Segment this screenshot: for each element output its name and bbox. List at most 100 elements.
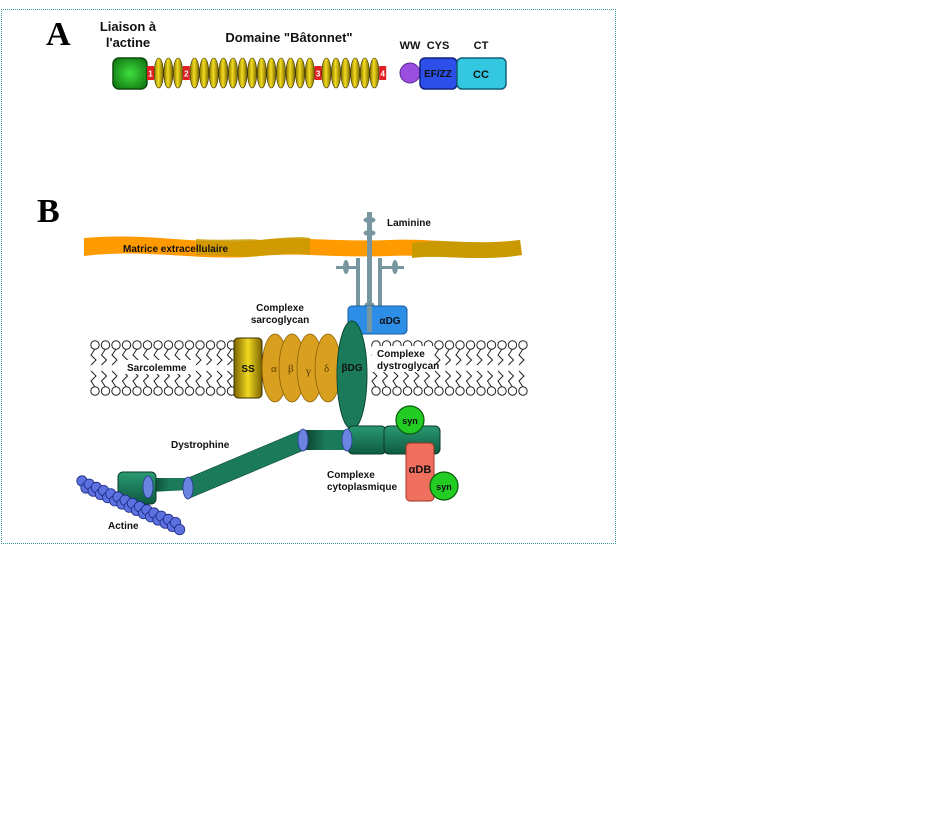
hinge-label: 2 <box>184 70 189 79</box>
hinge-label: 3 <box>316 70 321 79</box>
lipid-head-outer <box>455 340 465 350</box>
spectrin-repeat <box>285 57 296 89</box>
lipid-tail-outer <box>90 348 97 366</box>
lipid-head-outer <box>195 340 205 350</box>
alpha-dg-label: αDG <box>379 316 400 327</box>
lipid-head-inner <box>163 386 174 396</box>
lipid-tail-inner <box>371 370 378 388</box>
lipid-head-outer <box>184 340 195 350</box>
lipid-head-inner <box>216 386 226 396</box>
lipid-head-inner <box>111 386 121 396</box>
lipid-head-inner <box>392 386 402 396</box>
spectrin-repeat <box>266 57 277 89</box>
lipid-tail-outer <box>465 348 473 366</box>
lipid-head-outer <box>142 340 153 350</box>
lipid-head-inner <box>371 386 381 396</box>
spectrin-repeat <box>369 57 380 89</box>
lipid-tail-outer <box>216 348 223 366</box>
lipid-head-inner <box>174 386 184 396</box>
lipid-head-outer <box>121 340 132 350</box>
hinge-joint-4 <box>341 428 353 452</box>
cys-label: CYS <box>427 40 450 52</box>
lipid-head-outer <box>497 340 507 350</box>
ef-zz-label: EF/ZZ <box>424 69 452 80</box>
hinge-joint-3 <box>297 428 309 452</box>
spectrin-repeat <box>208 57 219 89</box>
lipid-head-inner <box>142 386 153 396</box>
lipid-head-inner <box>518 386 528 396</box>
lipid-head-outer <box>174 340 184 350</box>
sarcolemma-bilayer <box>90 340 528 396</box>
lipid-tail-outer <box>434 348 441 366</box>
lipid-tail-inner <box>216 370 223 388</box>
lipid-tail-outer <box>205 348 213 366</box>
lipid-tail-outer <box>476 348 483 366</box>
lipid-tail-inner <box>90 370 97 388</box>
panel-b: Matrice extracellulaire Laminine Sarcole… <box>76 212 528 536</box>
lipid-head-inner <box>497 386 507 396</box>
lipid-tail-inner <box>497 370 504 388</box>
spectrin-repeat <box>153 57 164 89</box>
lipid-head-outer <box>465 340 476 350</box>
lipid-head-inner <box>153 386 163 396</box>
sarcospan-label: SS <box>241 364 255 375</box>
lipid-head-outer <box>444 340 455 350</box>
spectrin-repeat <box>237 57 248 89</box>
lipid-tail-inner <box>381 370 389 388</box>
dystroglycan-label-1: Complexe <box>377 349 425 360</box>
lipid-tail-inner <box>111 370 118 388</box>
lipid-head-outer <box>205 340 216 350</box>
lipid-head-outer <box>111 340 121 350</box>
lipid-tail-inner <box>413 370 420 388</box>
lipid-tail-inner <box>455 370 462 388</box>
hinge-1 <box>147 66 154 80</box>
lipid-head-outer <box>90 340 100 350</box>
lipid-tail-outer <box>226 348 234 366</box>
panel-a: Liaison à l'actine Domaine "Bâtonnet" WW… <box>100 19 507 90</box>
lipid-tail-outer <box>111 348 118 366</box>
lipid-tail-inner <box>518 370 525 388</box>
actin-filament <box>76 475 186 536</box>
lipid-tail-inner <box>507 370 515 388</box>
spectrin-repeat <box>199 57 210 89</box>
spectrin-repeat <box>163 57 174 89</box>
gamma-sg-label: γ <box>305 365 311 377</box>
spectrin-repeat <box>228 57 238 89</box>
lipid-head-outer <box>163 340 174 350</box>
lipid-tail-inner <box>195 370 202 388</box>
lipid-head-inner <box>195 386 205 396</box>
cytoplasmic-label-2: cytoplasmique <box>327 482 397 493</box>
spectrin-repeat <box>359 57 370 89</box>
lipid-head-outer <box>518 340 528 350</box>
spectrin-repeat <box>173 57 183 89</box>
lipid-head-inner <box>132 386 142 396</box>
lipid-tail-outer <box>444 348 452 366</box>
beta-sg-label: β <box>288 363 294 375</box>
hinge-2 <box>182 66 190 80</box>
spectrin-repeat <box>331 57 341 89</box>
spectrin-repeat <box>321 57 332 89</box>
lipid-tail-inner <box>476 370 483 388</box>
lipid-head-inner <box>434 386 444 396</box>
dystroglycan-label-bg <box>372 346 434 372</box>
lipid-head-inner <box>486 386 497 396</box>
lipid-tail-outer <box>518 348 525 366</box>
lipid-tail-outer <box>100 348 108 366</box>
ecm-shade-1 <box>196 237 310 257</box>
lipid-head-inner <box>402 386 413 396</box>
alpha-db-label: αDB <box>409 464 432 476</box>
lipid-tail-inner <box>402 370 410 388</box>
actin-binding-domain <box>112 57 148 90</box>
lipid-head-inner <box>184 386 195 396</box>
lipid-head-inner <box>455 386 465 396</box>
lipid-tail-inner <box>205 370 213 388</box>
lipid-head-inner <box>205 386 216 396</box>
spectrin-repeat <box>350 57 361 89</box>
syntrophin-1 <box>395 405 425 435</box>
lipid-head-inner <box>476 386 486 396</box>
lipid-tail-outer <box>507 348 515 366</box>
dystrophin-cys-domain <box>347 425 387 455</box>
spectrin-repeat <box>304 57 315 89</box>
